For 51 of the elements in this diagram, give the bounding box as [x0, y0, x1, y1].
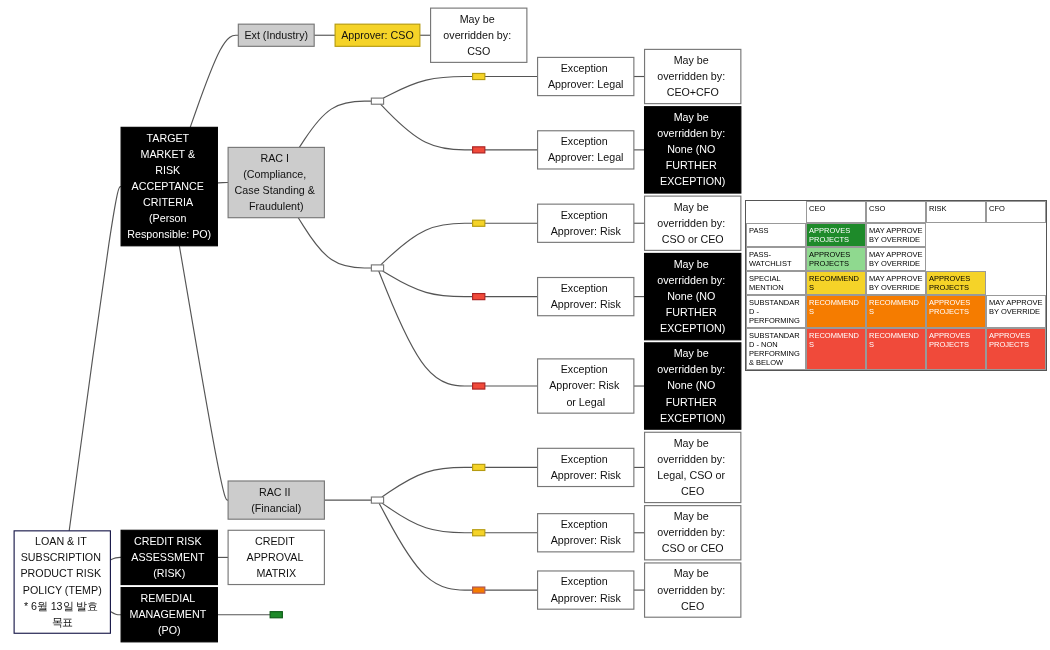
connector [379, 103, 474, 151]
node-box: Exception Approver: Risk [537, 276, 635, 317]
node-box: Ext (Industry) [237, 23, 315, 47]
node-box: CREDIT APPROVAL MATRIX [227, 529, 325, 586]
node-box: CREDIT RISK ASSESSMENT (RISK) [120, 529, 218, 586]
node-box: May be overridden by: Legal, CSO or CEO [644, 431, 742, 504]
connector [382, 75, 474, 99]
node-box: Exception Approver: Risk [537, 570, 635, 610]
node-box [472, 382, 486, 390]
node-box: RAC II (Financial) [227, 480, 325, 520]
node-box: May be overridden by: None (NO FURTHER EXCEPTION) [644, 252, 742, 341]
connector [382, 270, 474, 298]
connector [381, 466, 474, 498]
node-box: May be overridden by: CEO+CFO [644, 48, 742, 105]
node-box: May be overridden by: CSO or CEO [644, 505, 742, 561]
node-box: Exception Approver: Legal [537, 130, 635, 170]
node-box [269, 611, 283, 619]
connector [381, 502, 474, 534]
node-box: May be overridden by: None (NO FURTHER EXCEPTION) [644, 106, 742, 194]
node-box: TARGET MARKET & RISK ACCEPTANCE CRITERIA (Person Responsible: PO) [120, 126, 218, 247]
node-box: Exception Approver: Risk [537, 447, 635, 488]
connector [298, 100, 372, 148]
node-box [472, 219, 486, 227]
node-box: LOAN & IT SUBSCRIPTION PRODUCT RISK POLICY (TEMP) * 6월 13일 발효 목표 [13, 530, 111, 634]
connector [189, 34, 239, 128]
node-box: Exception Approver: Risk [537, 513, 635, 553]
connector [380, 222, 474, 266]
node-box: Exception Approver: Legal [537, 56, 635, 97]
node-box: Exception Approver: Risk or Legal [537, 358, 635, 414]
node-box [472, 586, 486, 594]
node-box [472, 146, 486, 154]
node-box: Approver: CSO [334, 23, 421, 47]
node-box: May be overridden by: CSO or CEO [644, 195, 742, 251]
connector [297, 217, 372, 269]
node-box [472, 529, 486, 537]
node-box: REMEDIAL MANAGEMENT (PO) [120, 587, 218, 643]
node-box [472, 293, 486, 301]
node-box: May be overridden by: None (NO FURTHER EXCEPTION) [644, 342, 742, 430]
node-box [370, 264, 385, 272]
node-box: Exception Approver: Risk [537, 203, 635, 243]
connector [378, 502, 474, 591]
node-box: May be overridden by: CSO [430, 7, 528, 63]
connector [68, 186, 122, 532]
node-box [472, 463, 486, 472]
node-box: May be overridden by: CEO [644, 562, 742, 618]
node-box [472, 72, 486, 81]
connector [178, 245, 229, 501]
node-box [370, 496, 385, 504]
connector [378, 270, 474, 387]
node-box: RAC I (Compliance, Case Standing & Fraudulent) [227, 146, 325, 219]
node-box [370, 97, 385, 105]
